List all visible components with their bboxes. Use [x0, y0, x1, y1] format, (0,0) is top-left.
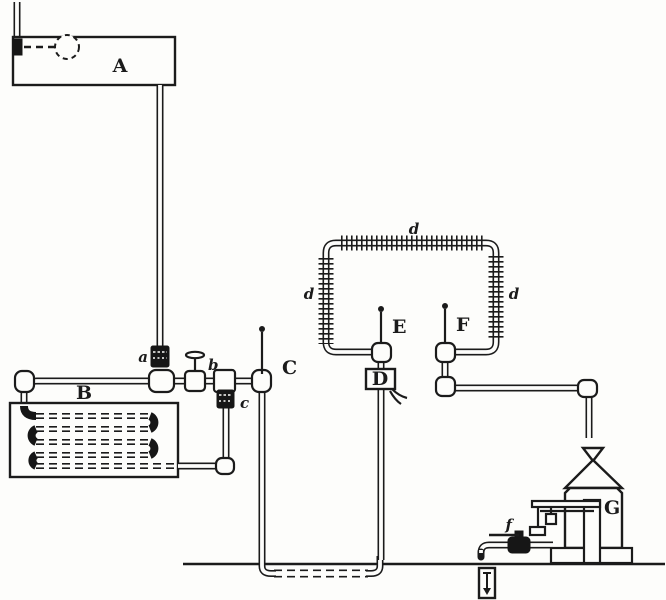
tee-fitting-e: [370, 341, 393, 364]
fin-label-top: d: [409, 220, 420, 238]
float-valve-fitting: [12, 38, 23, 56]
valve-c-label: c: [240, 394, 249, 412]
bag-shoulders: [562, 458, 625, 490]
stand-column: [582, 498, 602, 565]
valve-b-body: [183, 369, 207, 393]
fin-label-right: d: [509, 285, 520, 303]
heater-lead-1: [391, 388, 408, 400]
holder-label: G: [604, 497, 620, 519]
radiator-loop: d d d: [304, 220, 520, 356]
valve-b-handle: [184, 350, 206, 360]
thermometer-e-label: E: [392, 316, 406, 338]
drain-arrow-head: [483, 588, 491, 595]
valve-a: [150, 345, 170, 368]
coil-outlet-pipe: [178, 406, 230, 470]
tank-label: A: [112, 55, 128, 77]
coil-entry-elbow: [20, 405, 37, 420]
faucet-label: f: [505, 516, 515, 534]
underground-return-pipe: [258, 556, 384, 578]
coil-return-bend-left-2: [28, 451, 39, 470]
tank-body: [11, 35, 177, 87]
thermometer-e-bulb: [378, 306, 384, 312]
coil-return-bend-right-2: [147, 438, 159, 459]
elbow-fitting-holder: [576, 378, 599, 399]
tee-fitting-f: [434, 341, 457, 364]
drain-indicator: [477, 566, 497, 600]
fin-label-left: d: [304, 285, 315, 303]
faucet-body: [507, 536, 531, 554]
hanging-weight: [528, 525, 547, 537]
base-block-right: [597, 546, 634, 565]
coil-return-bend-left-1: [27, 425, 39, 446]
elbow-fitting-f: [434, 375, 457, 398]
valve-c: [216, 389, 235, 409]
coil-exit-elbow: [214, 456, 236, 476]
heater-label: D: [372, 368, 388, 390]
supply-tank: A: [11, 2, 177, 87]
coil-serpentine: [20, 405, 176, 470]
small-weight: [544, 512, 558, 526]
globe-valve-b: [183, 350, 207, 393]
base-block-left: [549, 546, 589, 565]
radiator-pipe: [322, 239, 500, 356]
vent-pipe-tip: [259, 326, 265, 332]
valve-a-label: a: [138, 348, 148, 366]
balance-beam: [530, 499, 602, 509]
heating-coil: B: [8, 382, 180, 479]
faucet-f: f: [477, 516, 553, 561]
heater-d: D: [364, 367, 408, 405]
riser-label: C: [282, 357, 297, 379]
tee-fitting-a: [147, 368, 176, 394]
bag-neck-top: [580, 446, 606, 463]
valve-b-label: b: [208, 356, 219, 374]
header-left-elbow: [13, 369, 36, 394]
thermometer-f-bulb: [442, 303, 448, 309]
heater-box: [364, 367, 397, 391]
outlet-drop-pipe: [441, 350, 593, 440]
coil-return-bend-right-1: [147, 412, 159, 433]
heater-lead-2: [389, 390, 402, 405]
thermometer-f-label: F: [456, 314, 470, 336]
coil-label: B: [76, 382, 92, 404]
holder-g: G: [528, 446, 634, 565]
float-ball: [54, 34, 80, 60]
